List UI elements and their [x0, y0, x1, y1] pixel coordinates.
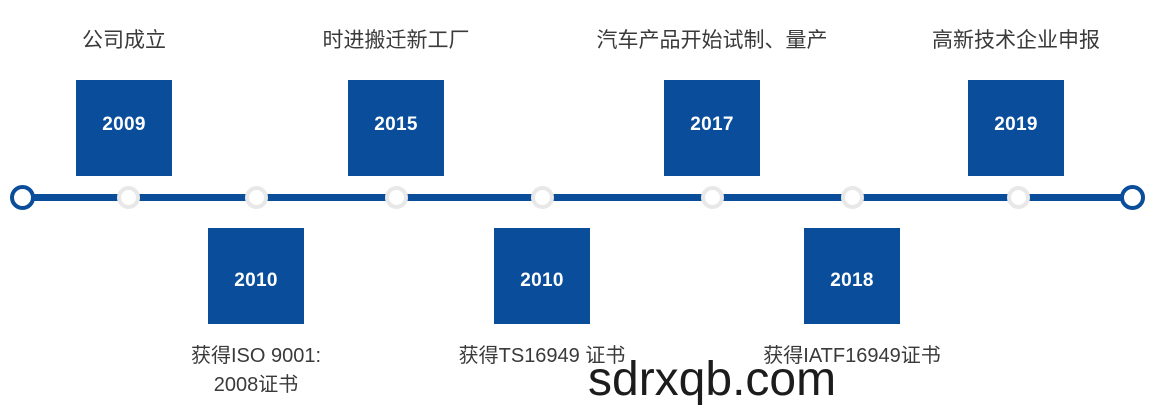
event-year-above-2: 2015: [374, 113, 418, 135]
event-label-below-3: 获得IATF16949证书: [763, 345, 941, 367]
map-pin-icon: [498, 228, 586, 324]
event-pin-above-2[interactable]: 2015: [348, 80, 444, 176]
event-pin-below-1[interactable]: 2010: [208, 228, 304, 324]
map-pin-icon: [808, 228, 896, 324]
timeline-node-7: [1006, 186, 1030, 209]
map-pin-icon: [972, 80, 1060, 176]
event-year-above-1: 2009: [102, 113, 146, 135]
event-pin-above-4[interactable]: 2019: [968, 80, 1064, 176]
event-year-above-3: 2017: [690, 113, 734, 135]
timeline-node-2: [244, 186, 268, 209]
timeline-node-4: [530, 186, 554, 209]
event-label-below-2: 获得TS16949 证书: [458, 345, 626, 367]
map-pin-icon: [352, 80, 440, 176]
event-year-below-2: 2010: [520, 269, 564, 291]
map-pin-icon: [80, 80, 168, 176]
event-pin-below-2[interactable]: 2010: [494, 228, 590, 324]
timeline-node-3: [384, 186, 408, 209]
event-label-above-2: 时进搬迁新工厂: [322, 29, 470, 52]
watermark-text: sdrxqb.com: [588, 353, 837, 406]
event-label-above-1: 公司成立: [82, 29, 166, 52]
timeline-node-6: [840, 186, 864, 209]
timeline-node-1: [116, 186, 140, 209]
event-pin-below-3[interactable]: 2018: [804, 228, 900, 324]
event-label-above-4: 高新技术企业申报: [932, 29, 1100, 52]
event-pin-above-1[interactable]: 2009: [76, 80, 172, 176]
event-pin-above-3[interactable]: 2017: [664, 80, 760, 176]
timeline-endpoint-left: [9, 185, 35, 210]
event-year-below-1: 2010: [234, 269, 278, 291]
timeline-node-5: [700, 186, 724, 209]
timeline-endpoint-right: [1119, 185, 1145, 210]
event-year-below-3: 2018: [830, 269, 874, 291]
event-label-above-3: 汽车产品开始试制、量产: [596, 29, 828, 52]
map-pin-icon: [212, 228, 300, 324]
timeline-axis-line: [22, 194, 1132, 201]
map-pin-icon: [668, 80, 756, 176]
event-year-above-4: 2019: [994, 113, 1038, 135]
event-label-below-1: 获得ISO 9001: 2008证书: [190, 345, 322, 396]
